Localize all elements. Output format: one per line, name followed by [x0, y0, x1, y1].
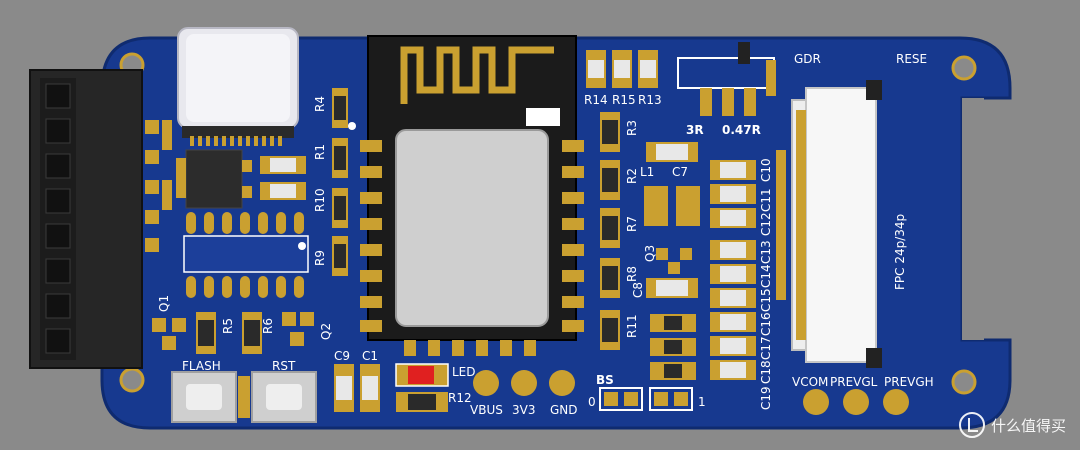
label-c9: C9: [334, 349, 350, 363]
label-r11: R11: [625, 314, 639, 338]
label-gnd: GND: [550, 403, 578, 417]
label-c10: C10: [759, 158, 773, 182]
sop-chip: [183, 212, 309, 298]
label-c8: C8: [631, 282, 645, 298]
label-vcom: VCOM: [792, 375, 828, 389]
checkmark-circle-icon: [958, 412, 985, 438]
label-r2: R2: [625, 168, 639, 184]
watermark-text: 什么值得买: [990, 416, 1066, 435]
label-c7: C7: [672, 165, 688, 179]
label-bs-0: 0: [588, 395, 596, 409]
middle-resistors: [600, 112, 620, 350]
bottom-left-transistors: [152, 312, 314, 354]
diodes: [650, 314, 696, 380]
label-c14: C14: [759, 264, 773, 288]
label-3r: 3R: [686, 123, 704, 137]
label-c16: C16: [759, 312, 773, 336]
caps-c9-c1: [334, 364, 380, 412]
label-r3: R3: [625, 120, 639, 136]
label-prevgh: PREVGH: [884, 375, 934, 389]
label-rese: RESE: [896, 52, 927, 66]
voltage-regulator: [176, 149, 252, 209]
label-c18: C18: [759, 360, 773, 384]
label-rst: RST: [272, 359, 296, 373]
test-points: [473, 370, 909, 415]
label-c12: C12: [759, 212, 773, 236]
label-l1: L1: [640, 165, 654, 179]
label-c1: C1: [362, 349, 378, 363]
label-r5: R5: [221, 318, 235, 334]
board-right-tab: [962, 98, 984, 340]
label-flash: FLASH: [182, 359, 221, 373]
fpc-connector: [776, 80, 882, 368]
label-r4: R4: [313, 96, 327, 112]
label-c13: C13: [759, 240, 773, 264]
label-r1: R1: [313, 144, 327, 160]
label-led: LED: [452, 365, 476, 379]
label-c11: C11: [759, 188, 773, 212]
label-fpc: FPC 24p/34p: [893, 214, 907, 290]
label-3v3: 3V3: [512, 403, 535, 417]
left-side-pads: [145, 120, 172, 252]
inductor-area: [644, 142, 700, 298]
label-vbus: VBUS: [470, 403, 503, 417]
label-bs-1: 1: [698, 395, 706, 409]
led-indicator: [395, 363, 449, 412]
label-gdr: GDR: [794, 52, 821, 66]
label-q2: Q2: [319, 323, 333, 340]
label-r8: R8: [625, 266, 639, 282]
label-r9: R9: [313, 250, 327, 266]
silkscreen-labels: R14 R15 R13 R4 R1 R10 R9 R3 R2 R7 R8 R11…: [157, 52, 934, 417]
label-r7: R7: [625, 216, 639, 232]
label-r6: R6: [261, 318, 275, 334]
label-prevgl: PREVGL: [830, 375, 878, 389]
label-r14: R14: [584, 93, 608, 107]
label-r12: R12: [448, 391, 472, 405]
label-r13: R13: [638, 93, 662, 107]
tactile-buttons: [171, 371, 317, 423]
label-047r: 0.47R: [722, 123, 761, 137]
usb-c-connector: [177, 27, 299, 146]
label-q3: Q3: [643, 245, 657, 262]
slide-switch: [677, 42, 776, 116]
capacitor-column: [710, 160, 756, 380]
label-c15: C15: [759, 288, 773, 312]
label-r10: R10: [313, 188, 327, 212]
label-q1: Q1: [157, 295, 171, 312]
wifi-module: [360, 35, 584, 356]
watermark: 什么值得买: [958, 412, 1066, 438]
bs-jumper: [599, 387, 693, 411]
top-resistors: [586, 50, 658, 88]
label-c19: C19: [759, 386, 773, 410]
pin-header: [29, 69, 143, 369]
label-r15: R15: [612, 93, 636, 107]
label-c17: C17: [759, 336, 773, 360]
label-bs: BS: [596, 373, 614, 387]
left-resistors: [260, 88, 356, 276]
